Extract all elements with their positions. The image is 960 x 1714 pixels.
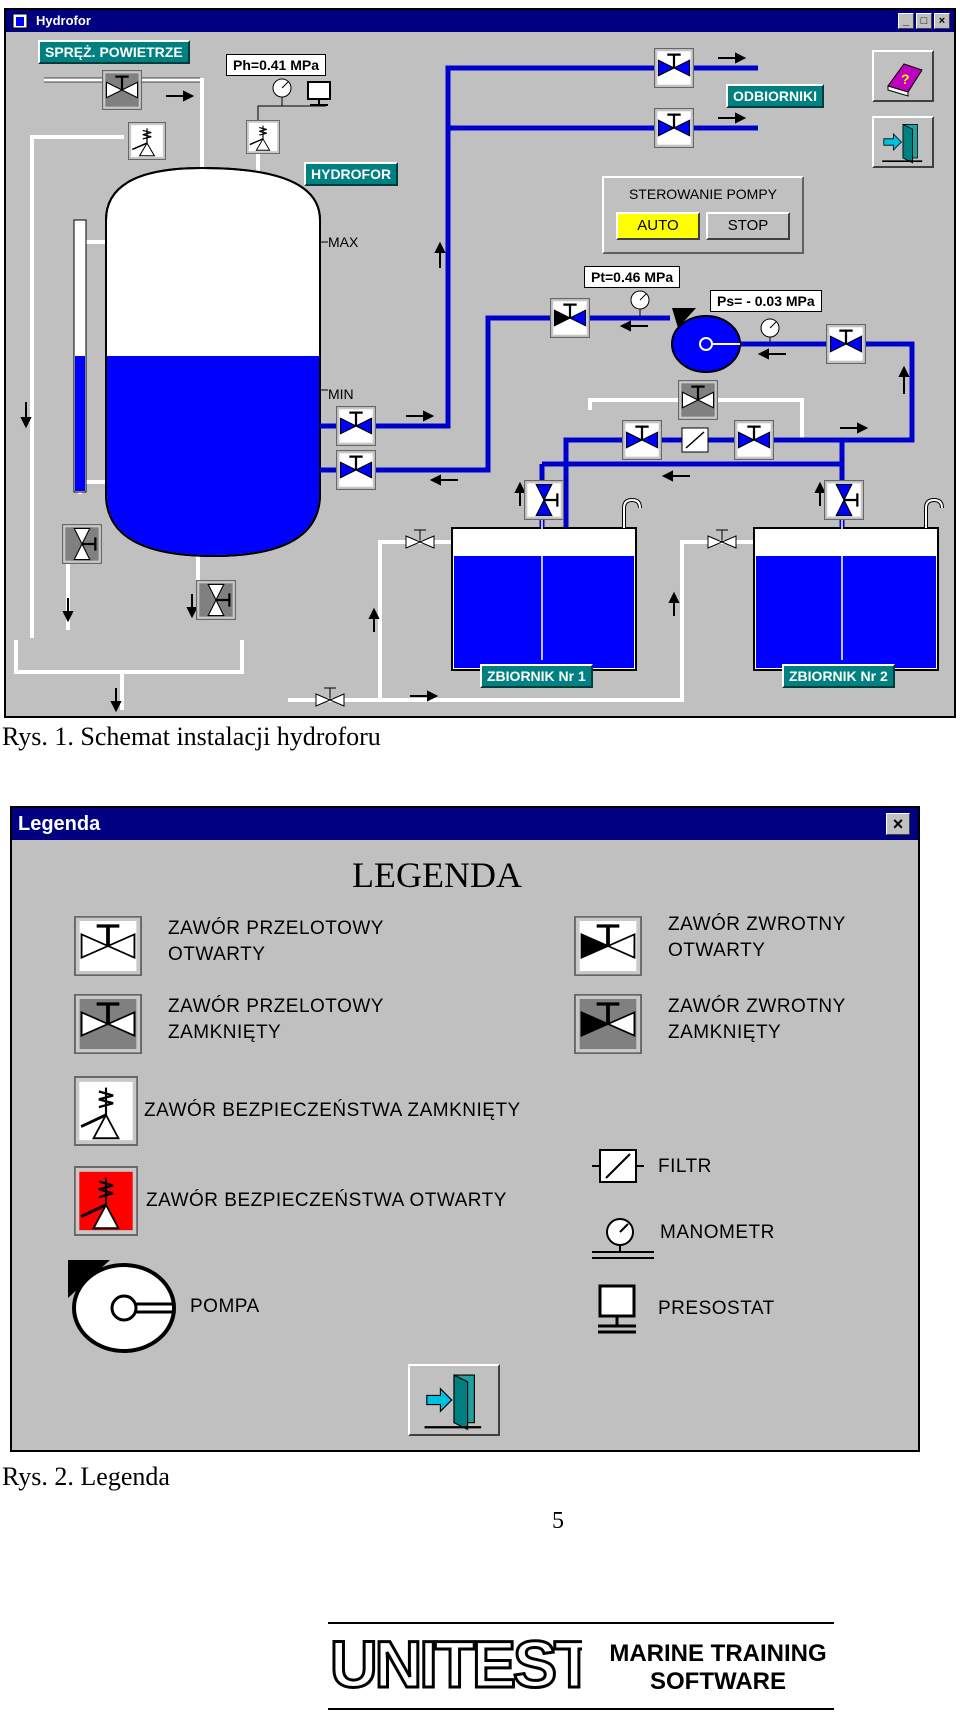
filter-icon [592, 1149, 644, 1183]
pump-control-panel: STEROWANIE POMPY AUTO STOP [602, 176, 804, 254]
gauge-drain-valve [62, 524, 102, 564]
help-button[interactable]: ? [872, 50, 934, 102]
fill-valve-2 [707, 529, 737, 549]
pump-control-title: STEROWANIE POMPY [628, 186, 778, 202]
pump-icon [671, 308, 741, 373]
pass-valve-open-icon [74, 916, 142, 976]
exit-button[interactable] [872, 116, 934, 168]
tank1-water [454, 556, 634, 668]
manometer-icon [592, 1218, 654, 1259]
legend-exit-button[interactable] [408, 1364, 500, 1436]
book-help-icon: ? [887, 63, 923, 97]
label-pt-pressure: Pt=0.46 MPa [584, 266, 681, 288]
pump-legend-icon [68, 1260, 176, 1353]
top-safety-valve [246, 119, 280, 155]
legend-close-button[interactable]: × [886, 813, 910, 835]
caption-figure-1: Rys. 1. Schemat instalacji hydroforu [2, 722, 381, 751]
manometer-icon-ps [760, 318, 780, 342]
bottom-drain-valve [196, 580, 236, 620]
footer-bottom-rule [328, 1708, 834, 1710]
suction-valve [826, 324, 866, 364]
discharge-pipe [320, 65, 758, 429]
safety-valve-open-icon [74, 1166, 138, 1236]
footer-line-2: SOFTWARE [650, 1668, 786, 1695]
filter-icon [681, 427, 709, 453]
manometer-icon-pt [630, 290, 650, 316]
legend-heading: LEGENDA [352, 855, 522, 895]
outlet-valve-upper [336, 406, 376, 446]
bypass-valve [678, 380, 718, 420]
safety-outlet-pipe [30, 135, 124, 638]
drain-collector [14, 640, 124, 710]
label-tank-1: ZBIORNIK Nr 1 [480, 664, 593, 688]
svg-text:?: ? [901, 71, 910, 87]
legend-pass-valve-closed: ZAWÓR PRZELOTOWY ZAMKNIĘTY [168, 996, 384, 1043]
window-title: Hydrofor [36, 13, 91, 28]
consumer-valve-2 [654, 108, 694, 148]
legend-pass-valve-open: ZAWÓR PRZELOTOWY OTWARTY [168, 918, 384, 965]
legend-filter: FILTR [658, 1156, 712, 1177]
legend-manometer: MANOMETR [660, 1222, 775, 1243]
fill-pipe-1 [288, 540, 452, 702]
footer-line-1: MARINE TRAINING [609, 1640, 827, 1667]
footer-top-rule [328, 1622, 834, 1624]
tank2-water [756, 556, 936, 668]
app-icon [12, 13, 28, 29]
inlet-valve [315, 687, 345, 707]
hydrofor-titlebar: Hydrofor _ □ × [6, 10, 954, 32]
pump-discharge-pipe [320, 315, 670, 473]
check-valve-open-icon [574, 916, 642, 976]
safety-valve-closed-icon [74, 1076, 138, 1146]
air-valve [102, 70, 142, 110]
check-valve-closed-icon [574, 994, 642, 1054]
label-compressed-air: SPRĘŻ. POWIETRZE [38, 40, 190, 64]
presostat-icon [307, 81, 331, 106]
legend-safety-valve-closed: ZAWÓR BEZPIECZEŃSTWA ZAMKNIĘTY [144, 1100, 521, 1121]
tank1-valve [524, 480, 564, 520]
hydrofor-window: Hydrofor _ □ × [4, 8, 956, 718]
legend-check-valve-open: ZAWÓR ZWROTNY OTWARTY [668, 914, 846, 961]
legend-titlebar: Legenda × [12, 808, 918, 840]
outlet-valve-lower [336, 450, 376, 490]
tank2-valve [824, 480, 864, 520]
label-min: MIN [328, 386, 354, 402]
label-ps-pressure: Ps= - 0.03 MPa [710, 290, 822, 312]
label-ph-pressure: Ph=0.41 MPa [226, 54, 326, 76]
footer-tagline: MARINE TRAINING SOFTWARE [600, 1640, 836, 1696]
caption-figure-2: Rys. 2. Legenda [2, 1462, 170, 1491]
pass-valve-closed-icon [74, 994, 142, 1054]
maximize-button[interactable]: □ [916, 13, 932, 29]
manometer-icon-ph [272, 78, 292, 106]
close-button[interactable]: × [934, 13, 950, 29]
legend-title: Legenda [18, 813, 101, 835]
label-consumers: ODBIORNIKI [726, 84, 824, 108]
exit-door-icon [410, 1366, 498, 1434]
legend-safety-valve-open: ZAWÓR BEZPIECZEŃSTWA OTWARTY [146, 1190, 507, 1211]
pump-check-valve [550, 298, 590, 338]
exit-door-icon [874, 118, 932, 166]
fill-valve-1 [405, 529, 435, 549]
hydrofor-schematic [14, 48, 944, 713]
safety-valve [128, 121, 166, 161]
filter-valve-left [622, 420, 662, 460]
minimize-button[interactable]: _ [898, 13, 914, 29]
label-max: MAX [328, 234, 359, 250]
legend-check-valve-closed: ZAWÓR ZWROTNY ZAMKNIĘTY [668, 996, 846, 1043]
level-gauge-water [75, 356, 85, 491]
label-hydrofor: HYDROFOR [304, 162, 399, 186]
legend-presostat: PRESOSTAT [658, 1298, 775, 1319]
presostat-legend-icon [598, 1284, 636, 1334]
label-tank-2: ZBIORNIK Nr 2 [782, 664, 895, 688]
legend-pump: POMPA [190, 1296, 260, 1317]
auto-button[interactable]: AUTO [616, 212, 700, 240]
unitest-logo: UNITEST [330, 1626, 582, 1702]
hydrofor-tank-water [107, 356, 319, 555]
consumer-valve-1 [654, 48, 694, 88]
legend-window: Legenda × LEGENDA ZAWÓR PRZELOTOWY OTWAR… [10, 806, 920, 1452]
filter-valve-right [734, 420, 774, 460]
air-supply-pipe [44, 78, 204, 188]
page-number: 5 [552, 1508, 564, 1534]
stop-button[interactable]: STOP [706, 212, 790, 240]
